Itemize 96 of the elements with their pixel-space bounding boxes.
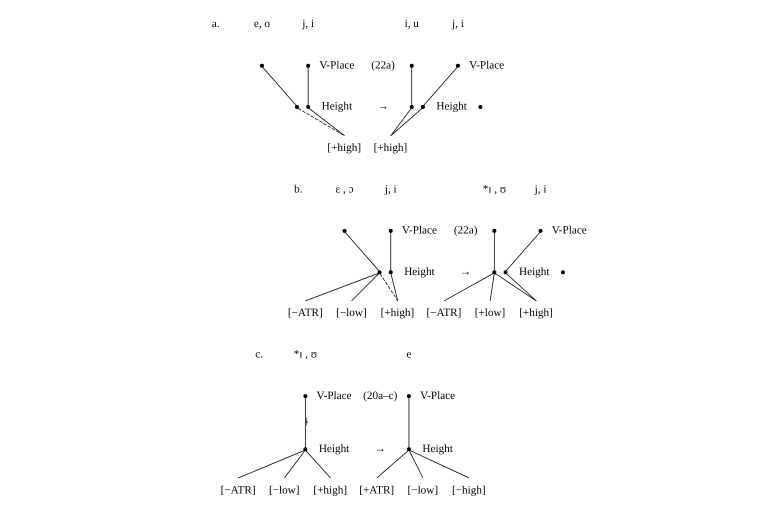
node-circle — [478, 104, 482, 108]
connector — [409, 450, 470, 478]
node-circle — [492, 228, 496, 232]
connector — [262, 66, 296, 106]
node-label: i, u — [404, 18, 418, 30]
connector — [376, 450, 408, 478]
connector — [390, 232, 391, 270]
label: a. — [211, 18, 220, 30]
label: → — [460, 265, 471, 278]
node-label: j, i — [534, 182, 546, 195]
connector — [304, 397, 306, 448]
node-text: [−low] — [268, 484, 299, 496]
node-label: Height — [436, 100, 466, 112]
connector — [390, 108, 411, 136]
node-circle — [342, 228, 346, 232]
node-label: Height — [404, 265, 434, 278]
connector — [237, 450, 304, 478]
node-label: e — [406, 348, 411, 360]
node-circle — [302, 394, 307, 398]
label: b. — [294, 182, 302, 195]
connector — [410, 66, 412, 106]
node-label: V-Place — [420, 389, 455, 402]
node-text: [−ATR] — [426, 306, 461, 319]
node-circle — [492, 270, 496, 274]
node-label: e, o — [253, 18, 270, 30]
node-text: [−ATR] — [220, 484, 256, 496]
node-circle — [294, 104, 298, 108]
connector — [304, 272, 378, 301]
node-circle — [388, 270, 392, 274]
node-label: *ɪ , ʊ — [482, 182, 506, 195]
connector — [443, 272, 494, 301]
connector — [307, 66, 308, 106]
node-circle — [388, 228, 392, 232]
label: (22a) — [370, 58, 394, 71]
node-label: ɛ , ɔ — [335, 182, 354, 195]
node-text: [−low] — [336, 306, 366, 319]
connector — [408, 397, 409, 448]
label: → — [374, 442, 386, 454]
connector — [390, 108, 422, 136]
node-label: V-Place — [318, 58, 354, 71]
node-circle — [538, 228, 542, 232]
node-text: [+high] — [326, 141, 361, 154]
node-label: V-Place — [401, 224, 436, 236]
node-circle — [259, 63, 264, 68]
node-text: [−high] — [452, 484, 486, 496]
node-circle — [455, 63, 460, 68]
node-circle — [306, 63, 310, 68]
node-label: Height — [518, 265, 549, 278]
node-label: Height — [321, 100, 352, 112]
node-text: [−low] — [407, 484, 438, 496]
node-label: j, i — [302, 18, 314, 30]
node-circle — [406, 446, 410, 451]
connector — [283, 450, 305, 478]
node-circle — [409, 63, 414, 68]
node-circle — [377, 270, 382, 274]
label: c. — [254, 348, 263, 360]
connector — [506, 272, 536, 301]
node-text: [+high] — [373, 141, 407, 154]
node-text: [−ATR] — [287, 306, 322, 319]
connector — [308, 108, 344, 136]
label: (22a) — [453, 224, 477, 236]
node-circle — [409, 104, 414, 108]
label: → — [376, 100, 388, 112]
edge-label: ǂ — [304, 416, 308, 428]
node-circle — [306, 104, 310, 108]
node-text: [+ATR] — [358, 484, 394, 496]
node-circle — [420, 104, 424, 108]
connector — [494, 272, 536, 301]
connector — [344, 232, 379, 271]
connector — [379, 272, 398, 301]
node-circle — [560, 270, 564, 274]
node-circle — [503, 270, 508, 274]
node-label: j, i — [384, 182, 396, 195]
node-circle — [406, 394, 410, 398]
node-text: [+high] — [312, 484, 347, 496]
node-label: Height — [318, 442, 349, 454]
node-label: j, i — [452, 18, 464, 30]
label: (20a–c) — [362, 389, 397, 402]
connector — [422, 66, 457, 106]
node-label: V-Place — [316, 389, 352, 402]
connector — [390, 272, 398, 301]
connector — [489, 273, 494, 301]
node-circle — [302, 446, 307, 451]
node-text: [+low] — [474, 306, 505, 319]
connector — [505, 232, 540, 271]
connector — [305, 450, 330, 478]
node-label: Height — [422, 442, 452, 454]
node-label: *ɪ , ʊ — [293, 348, 316, 360]
node-label: V-Place — [551, 224, 586, 236]
connector — [408, 450, 423, 478]
connector — [297, 108, 344, 136]
connector — [493, 232, 494, 270]
node-label: V-Place — [468, 58, 504, 71]
node-text: [+high] — [380, 306, 414, 319]
node-text: [+high] — [518, 306, 552, 319]
connector — [350, 272, 378, 301]
